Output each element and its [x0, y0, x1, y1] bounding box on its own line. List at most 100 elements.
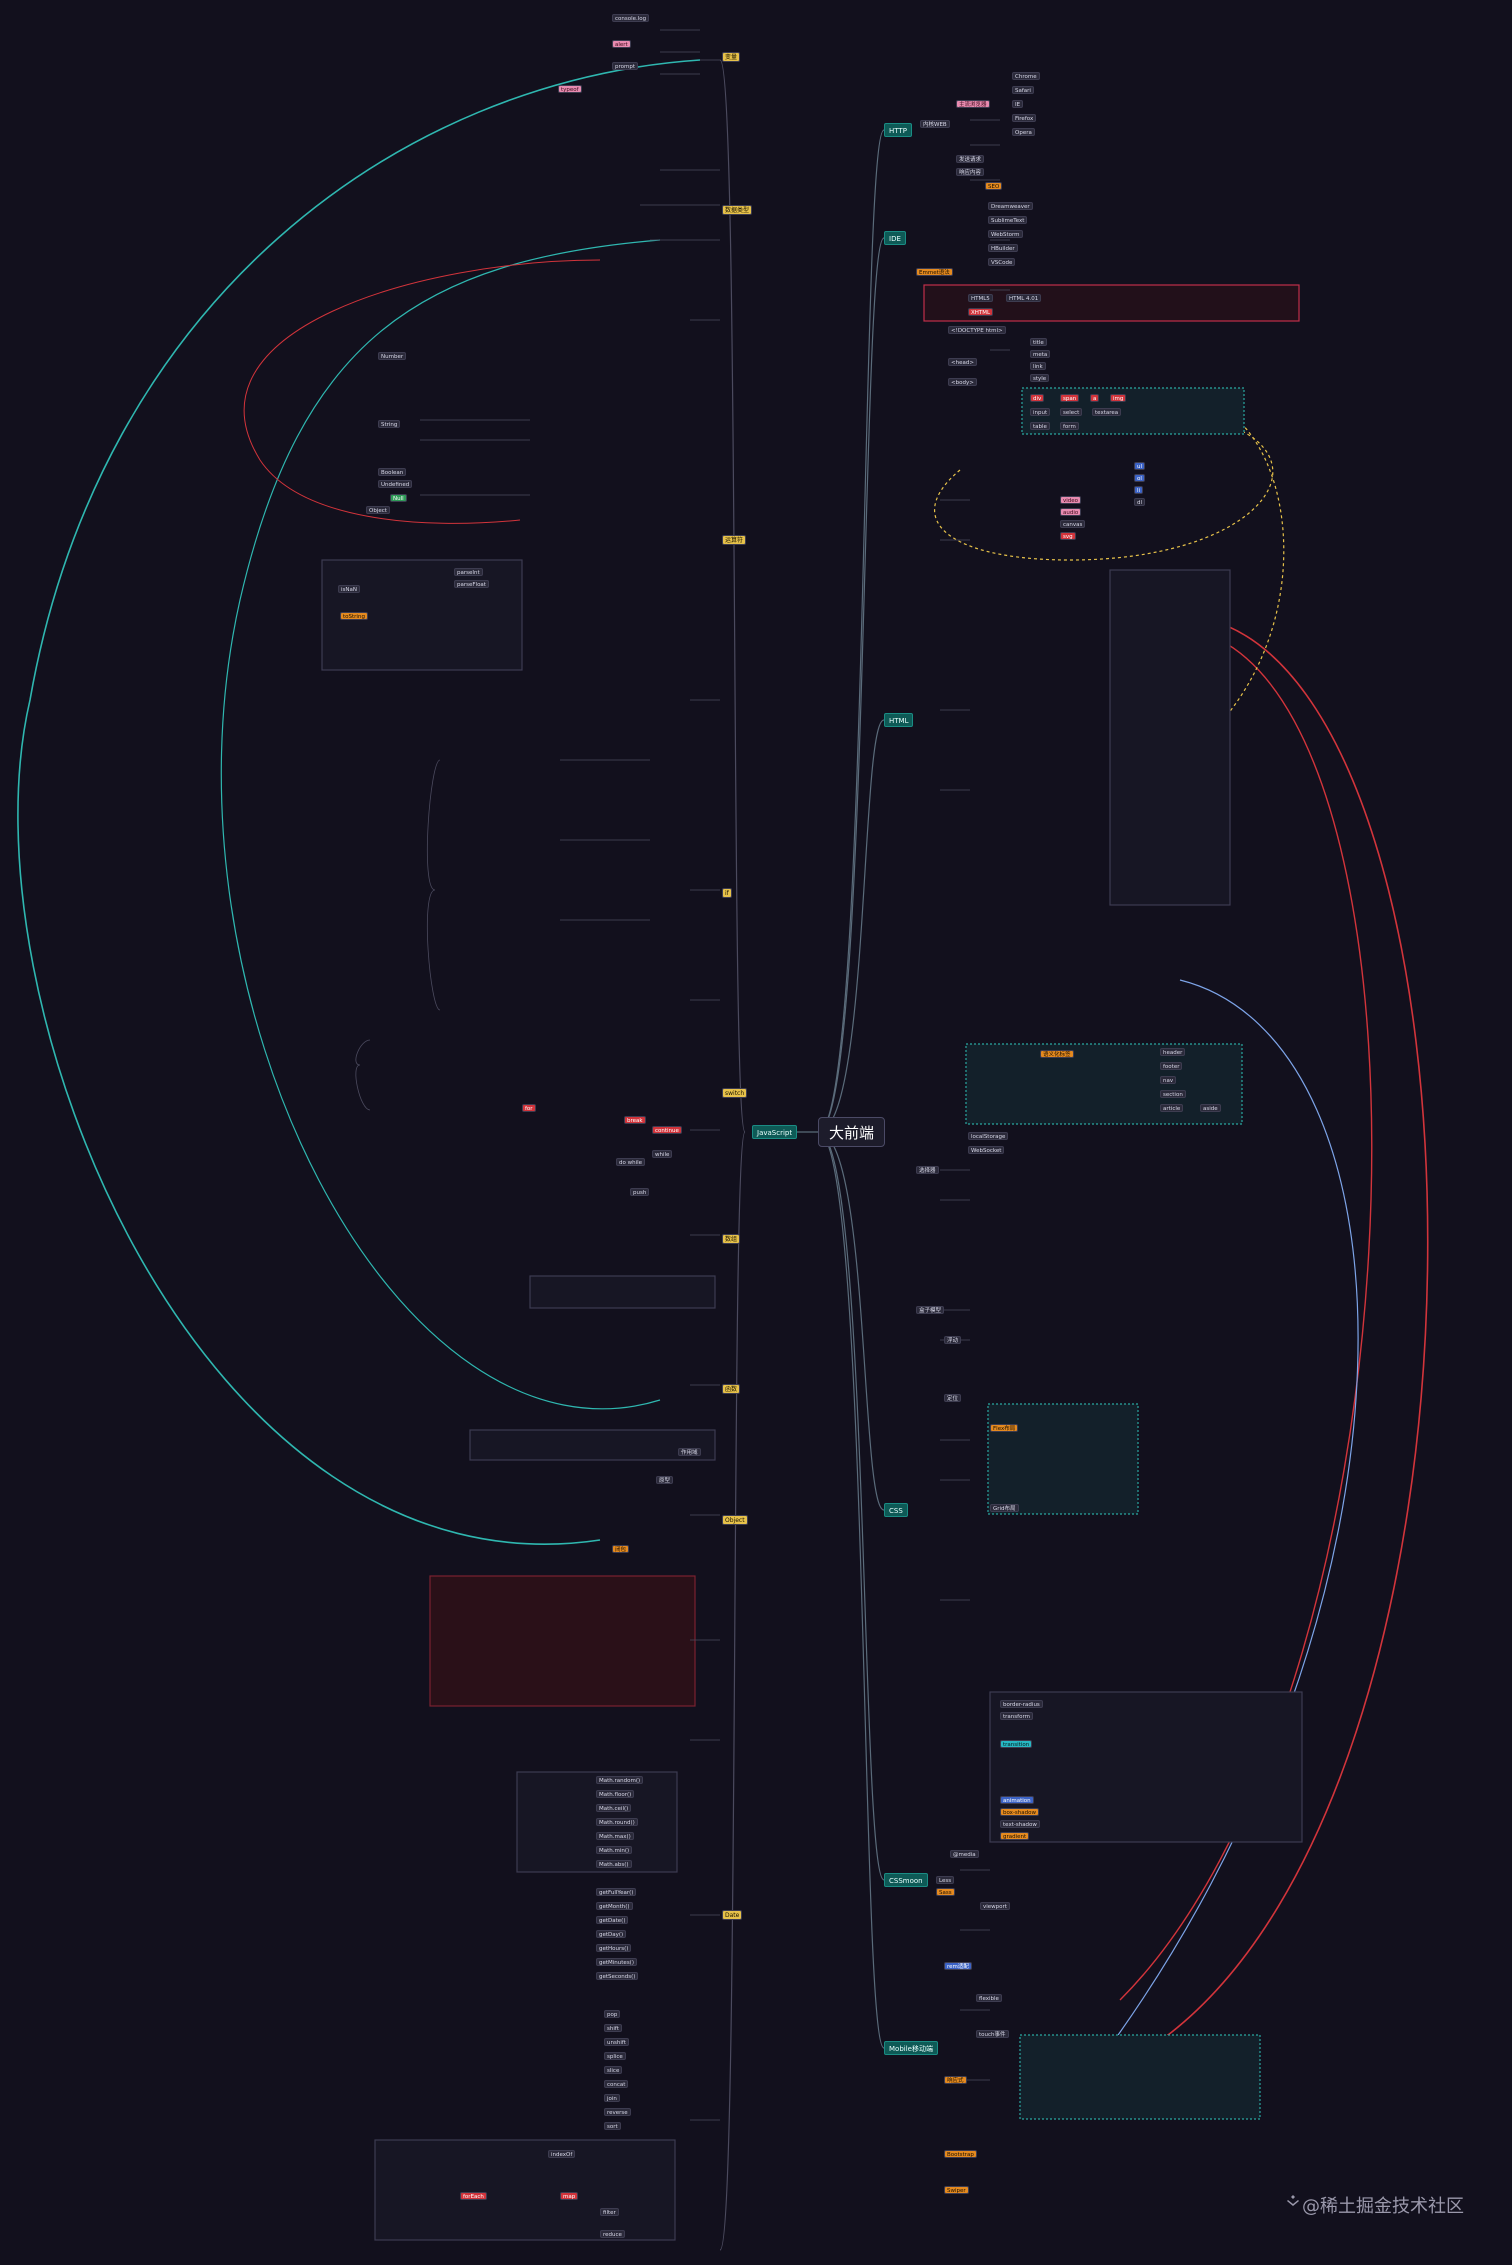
js-date[interactable]: Date	[722, 1910, 743, 1920]
js-switch[interactable]: switch	[722, 1088, 748, 1098]
js-math-round[interactable]: Math.round()	[596, 1818, 638, 1826]
js-variable[interactable]: 变量	[722, 52, 741, 62]
js-if[interactable]: if	[722, 888, 732, 898]
js-closure[interactable]: 闭包	[612, 1545, 630, 1553]
html-localstorage[interactable]: localStorage	[968, 1132, 1009, 1140]
html-style[interactable]: style	[1030, 374, 1050, 382]
html-nav[interactable]: nav	[1160, 1076, 1177, 1084]
html-section[interactable]: section	[1160, 1090, 1186, 1098]
mobile-responsive[interactable]: 响应式	[944, 2076, 967, 2084]
html-input[interactable]: input	[1030, 408, 1051, 416]
branch-css[interactable]: CSS	[884, 1503, 908, 1517]
html-semantic[interactable]: 语义化标签	[1040, 1050, 1074, 1058]
js-tostring[interactable]: toString	[340, 612, 368, 620]
css-flex[interactable]: Flex布局	[990, 1424, 1019, 1432]
js-pop[interactable]: pop	[604, 2010, 621, 2018]
html-dl[interactable]: dl	[1134, 498, 1146, 506]
http-browser[interactable]: 主流浏览器	[956, 100, 990, 108]
js-foreach[interactable]: forEach	[460, 2192, 487, 2200]
js-parseint[interactable]: parseInt	[454, 568, 483, 576]
js-alert[interactable]: alert	[612, 40, 631, 48]
http-response[interactable]: 响应内容	[956, 168, 985, 176]
js-math-max[interactable]: Math.max()	[596, 1832, 634, 1840]
html-link[interactable]: link	[1030, 362, 1046, 370]
js-operator[interactable]: 运算符	[722, 535, 747, 545]
html-li[interactable]: li	[1134, 486, 1144, 494]
js-console-log[interactable]: console.log	[612, 14, 650, 22]
http-engine[interactable]: 内核WEB	[920, 120, 950, 128]
html-html5[interactable]: HTML5	[968, 294, 993, 302]
js-slice[interactable]: slice	[604, 2066, 623, 2074]
css-transition[interactable]: transition	[1000, 1740, 1033, 1748]
js-do-while[interactable]: do while	[616, 1158, 646, 1166]
js-for[interactable]: for	[522, 1104, 536, 1112]
css-border-radius[interactable]: border-radius	[1000, 1700, 1043, 1708]
html-span[interactable]: span	[1060, 394, 1080, 402]
css-text-shadow[interactable]: text-shadow	[1000, 1820, 1040, 1828]
html-a[interactable]: a	[1090, 394, 1100, 402]
js-object[interactable]: Object	[722, 1515, 748, 1525]
css-media[interactable]: @media	[950, 1850, 979, 1858]
html-textarea[interactable]: textarea	[1092, 408, 1122, 416]
js-sort[interactable]: sort	[604, 2122, 621, 2130]
js-isnan[interactable]: isNaN	[338, 585, 360, 593]
ide-vscode[interactable]: VSCode	[988, 258, 1016, 266]
js-object-type[interactable]: Object	[366, 506, 390, 514]
css-position[interactable]: 定位	[944, 1394, 962, 1402]
js-splice[interactable]: splice	[604, 2052, 626, 2060]
http-chrome[interactable]: Chrome	[1012, 72, 1040, 80]
js-null[interactable]: Null	[390, 494, 407, 502]
mobile-viewport[interactable]: viewport	[980, 1902, 1010, 1910]
html-video[interactable]: video	[1060, 496, 1082, 504]
ide-sublime[interactable]: SublimeText	[988, 216, 1028, 224]
js-filter[interactable]: filter	[600, 2208, 619, 2216]
js-math-ceil[interactable]: Math.ceil()	[596, 1804, 632, 1812]
mobile-touch[interactable]: touch事件	[976, 2030, 1009, 2038]
ide-hbuilder[interactable]: HBuilder	[988, 244, 1018, 252]
branch-http[interactable]: HTTP	[884, 123, 912, 137]
html-body[interactable]: <body>	[948, 378, 977, 386]
mobile-swiper[interactable]: Swiper	[944, 2186, 969, 2194]
html-select[interactable]: select	[1060, 408, 1083, 416]
js-array[interactable]: 数组	[722, 1234, 741, 1244]
html-doctype[interactable]: <!DOCTYPE html>	[948, 326, 1006, 334]
html-footer[interactable]: footer	[1160, 1062, 1183, 1070]
js-math-min[interactable]: Math.min()	[596, 1846, 633, 1854]
css-less[interactable]: Less	[936, 1876, 955, 1884]
html-img[interactable]: img	[1110, 394, 1127, 402]
js-datatype[interactable]: 数据类型	[722, 205, 753, 215]
html-title[interactable]: title	[1030, 338, 1047, 346]
mobile-bootstrap[interactable]: Bootstrap	[944, 2150, 977, 2158]
html-header[interactable]: header	[1160, 1048, 1186, 1056]
http-seo[interactable]: SEO	[985, 182, 1003, 190]
http-opera[interactable]: Opera	[1012, 128, 1035, 136]
ide-emmet[interactable]: Emmet语法	[916, 268, 953, 276]
js-undefined[interactable]: Undefined	[378, 480, 413, 488]
branch-html[interactable]: HTML	[884, 713, 914, 727]
js-join[interactable]: join	[604, 2094, 620, 2102]
branch-ide[interactable]: IDE	[884, 231, 906, 245]
css-box[interactable]: 盒子模型	[916, 1306, 945, 1314]
html-table[interactable]: table	[1030, 422, 1050, 430]
html-div[interactable]: div	[1030, 394, 1045, 402]
css-grid[interactable]: Grid布局	[990, 1504, 1019, 1512]
js-shift[interactable]: shift	[604, 2024, 622, 2032]
js-boolean[interactable]: Boolean	[378, 468, 407, 476]
js-getdate[interactable]: getDate()	[596, 1916, 629, 1924]
html-article[interactable]: article	[1160, 1104, 1184, 1112]
html-head[interactable]: <head>	[948, 358, 977, 366]
css-animation[interactable]: animation	[1000, 1796, 1034, 1804]
ide-webstorm[interactable]: WebStorm	[988, 230, 1023, 238]
js-getfullyear[interactable]: getFullYear()	[596, 1888, 637, 1896]
http-ie[interactable]: IE	[1012, 100, 1024, 108]
js-reverse[interactable]: reverse	[604, 2108, 631, 2116]
js-math-random[interactable]: Math.random()	[596, 1776, 644, 1784]
html-websocket[interactable]: WebSocket	[968, 1146, 1005, 1154]
js-typeof[interactable]: typeof	[558, 85, 582, 93]
js-string[interactable]: String	[378, 420, 401, 428]
js-gethours[interactable]: getHours()	[596, 1944, 632, 1952]
branch-csssmo[interactable]: CSSmoon	[884, 1873, 928, 1887]
js-while[interactable]: while	[652, 1150, 673, 1158]
http-safari[interactable]: Safari	[1012, 86, 1034, 94]
js-prototype[interactable]: 原型	[656, 1476, 674, 1484]
